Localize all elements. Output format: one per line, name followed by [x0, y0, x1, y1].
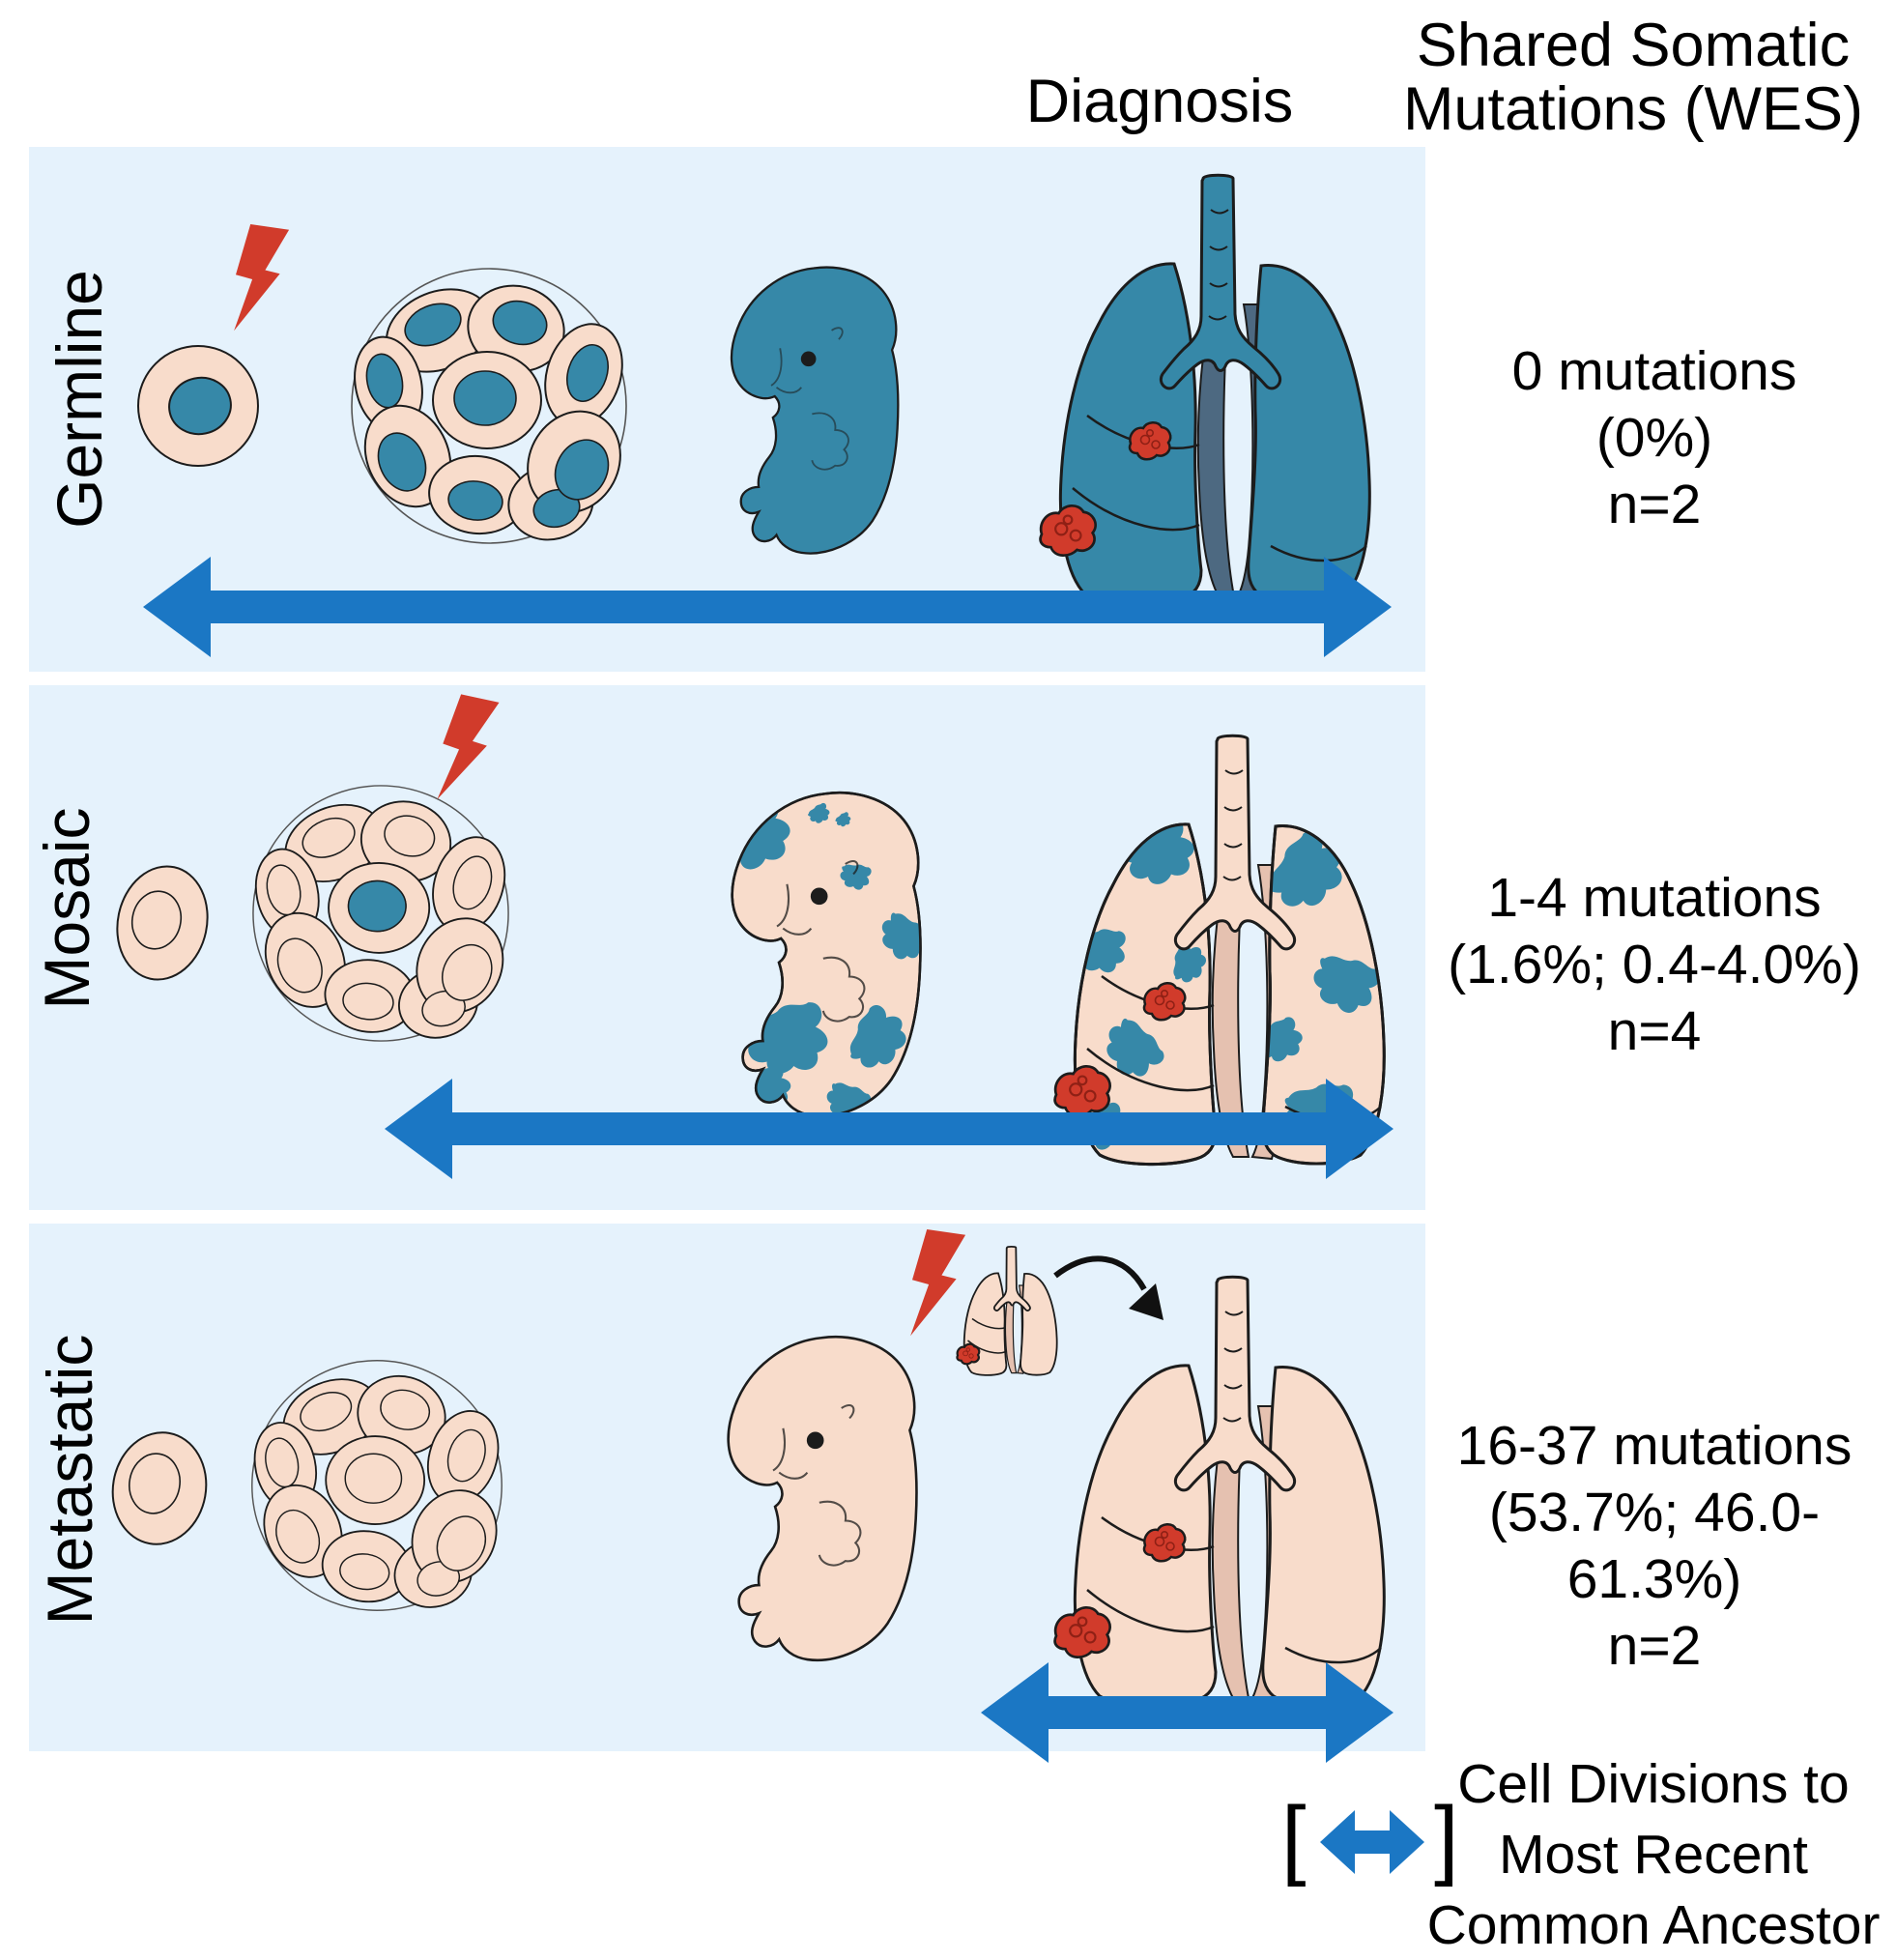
mosaic-lightning-icon: [437, 693, 500, 804]
legend-caption-line-3: Common Ancestor: [1426, 1894, 1881, 1956]
metastatic-primary-lung: [956, 1245, 1058, 1376]
annotation-mosaic: 1-4 mutations (1.6%; 0.4-4.0%) n=4: [1413, 865, 1896, 1065]
legend-caption-line-1: Cell Divisions to: [1457, 1753, 1850, 1815]
annotation-mosaic-range: (1.6%; 0.4-4.0%): [1448, 934, 1861, 995]
germline-cell-divisions-arrow: [143, 557, 1392, 657]
legend-bracket-right: ]: [1434, 1789, 1459, 1888]
metastatic-embryo: [727, 1335, 918, 1662]
germline-diagnosis-lungs: [1039, 173, 1371, 606]
annotation-germline: 0 mutations (0%) n=2: [1413, 338, 1896, 538]
metastatic-diagnosis-lungs: [1053, 1275, 1386, 1708]
annotation-germline-range: (0%): [1595, 407, 1713, 469]
germline-embryo: [730, 266, 900, 555]
metastatic-lightning-icon: [910, 1229, 966, 1337]
legend-caption-line-2: Most Recent: [1499, 1824, 1808, 1886]
annotation-metastatic-mutations: 16-37 mutations: [1456, 1415, 1853, 1477]
mosaic-zygote-cell: [116, 865, 209, 981]
annotation-metastatic-n: n=2: [1607, 1615, 1702, 1677]
metastatic-cell-divisions-arrow: [981, 1662, 1393, 1763]
legend-bracket-left: [: [1281, 1789, 1307, 1888]
annotation-germline-mutations: 0 mutations: [1511, 340, 1797, 402]
metastatic-zygote-cell: [111, 1431, 208, 1545]
annotation-mosaic-n: n=4: [1607, 1000, 1702, 1062]
annotation-metastatic-range: (53.7%; 46.0-61.3%): [1488, 1482, 1821, 1610]
mosaic-embryo: [731, 791, 922, 1118]
legend-caption: Cell Divisions to Most Recent Common Anc…: [1411, 1749, 1896, 1960]
mosaic-morula: [246, 785, 521, 1048]
germline-lightning-icon: [234, 224, 290, 331]
metastasis-curved-arrow: [1053, 1255, 1163, 1320]
germline-zygote-cell: [137, 345, 259, 467]
annotation-metastatic: 16-37 mutations (53.7%; 46.0-61.3%) n=2: [1413, 1413, 1896, 1680]
annotation-germline-n: n=2: [1607, 474, 1702, 535]
shared-somatic-line-1: Shared Somatic: [1416, 12, 1851, 79]
metastatic-morula: [245, 1360, 514, 1617]
shared-somatic-header: Shared Somatic Mutations (WES): [1382, 14, 1884, 141]
legend-double-arrow-icon: [1320, 1810, 1424, 1874]
mosaic-cell-divisions-arrow: [385, 1079, 1393, 1179]
annotation-mosaic-mutations: 1-4 mutations: [1487, 867, 1822, 929]
germline-morula: [345, 268, 639, 550]
shared-somatic-line-2: Mutations (WES): [1402, 75, 1864, 143]
diagnosis-header: Diagnosis: [1025, 68, 1294, 135]
